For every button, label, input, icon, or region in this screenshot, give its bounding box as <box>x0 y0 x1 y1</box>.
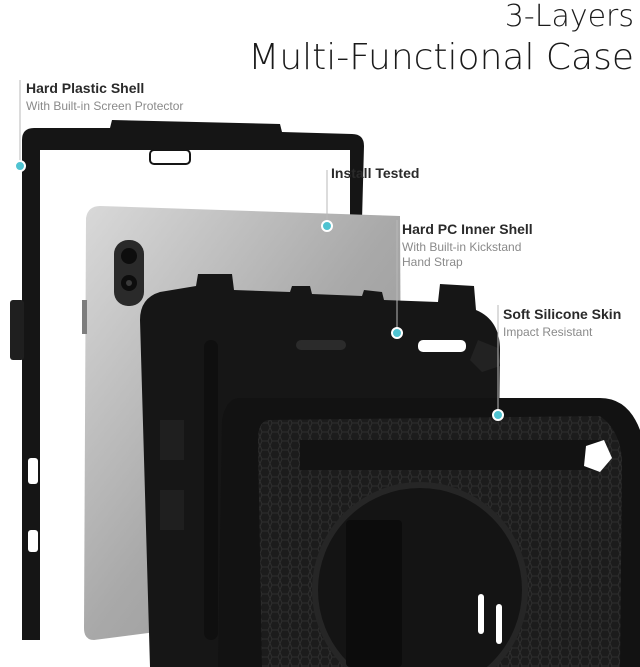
marker-hard-pc-inner-shell <box>391 327 403 339</box>
hard-plastic-shell <box>10 120 364 640</box>
callout-heading: Soft Silicone Skin <box>503 306 622 322</box>
callout-install-tested: Install Tested <box>331 165 419 181</box>
callout-soft-silicone-skin: Soft Silicone Skin Impact Resistant <box>503 306 621 340</box>
title-line-2: Multi-Functional Case <box>248 37 634 78</box>
marker-hard-plastic-shell <box>14 160 26 172</box>
callout-heading: Hard PC Inner Shell <box>402 221 533 237</box>
callout-heading: Install Tested <box>331 165 420 181</box>
callout-hard-pc-inner-shell: Hard PC Inner Shell With Built-in Kickst… <box>402 221 533 270</box>
marker-install-tested <box>321 220 333 232</box>
callout-subtext: With Built-in Screen Protector <box>26 99 184 113</box>
title-line-1: 3-Layers <box>504 0 634 34</box>
callout-subtext: Hand Strap <box>402 255 463 269</box>
callout-subtext: Impact Resistant <box>503 325 593 339</box>
callout-heading: Hard Plastic Shell <box>26 80 145 96</box>
leader-lines <box>19 80 499 414</box>
soft-silicone-skin <box>218 398 640 667</box>
callout-subtext: With Built-in Kickstand <box>402 240 522 254</box>
callout-hard-plastic-shell: Hard Plastic Shell With Built-in Screen … <box>26 80 183 114</box>
marker-soft-silicone-skin <box>492 409 504 421</box>
